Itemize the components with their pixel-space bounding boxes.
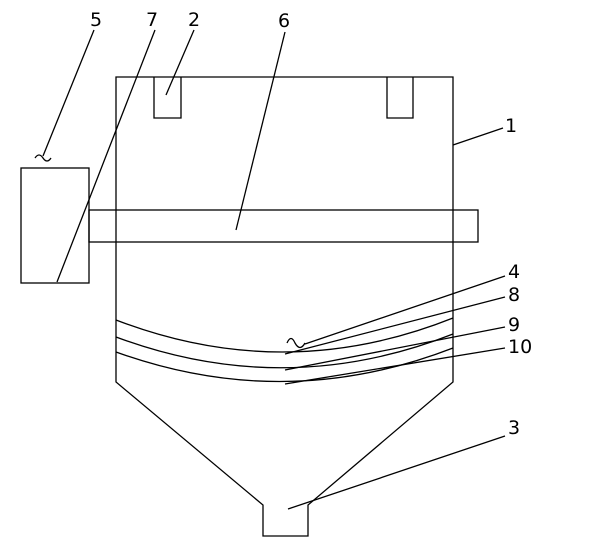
label-5: 5 [90, 9, 102, 31]
leader-line-4 [304, 275, 506, 345]
leader-line-1 [452, 127, 504, 146]
filter-layer-10 [115, 347, 454, 383]
housing-outline [115, 76, 454, 537]
filter-layer-9 [115, 333, 454, 369]
leader-line-10 [284, 347, 506, 385]
wave-symbol-filter [286, 337, 306, 349]
shaft [88, 209, 479, 243]
leader-line-5 [42, 29, 95, 157]
label-9: 9 [508, 314, 520, 336]
label-1: 1 [505, 115, 517, 137]
label-4: 4 [508, 261, 520, 283]
inlet-right [386, 77, 414, 119]
label-3: 3 [508, 417, 520, 439]
leader-line-6 [235, 31, 286, 231]
leader-line-2 [165, 29, 195, 96]
label-8: 8 [508, 284, 520, 306]
leader-line-9 [284, 326, 506, 371]
leader-line-7 [56, 29, 156, 283]
label-10: 10 [508, 336, 532, 358]
leader-line-8 [284, 296, 506, 355]
label-2: 2 [188, 9, 200, 31]
label-6: 6 [278, 10, 290, 32]
label-7: 7 [146, 9, 158, 31]
wave-symbol-motor [34, 154, 52, 162]
filter-layer-8 [115, 317, 454, 353]
inlet-left [153, 77, 182, 119]
leader-line-3 [287, 435, 506, 510]
